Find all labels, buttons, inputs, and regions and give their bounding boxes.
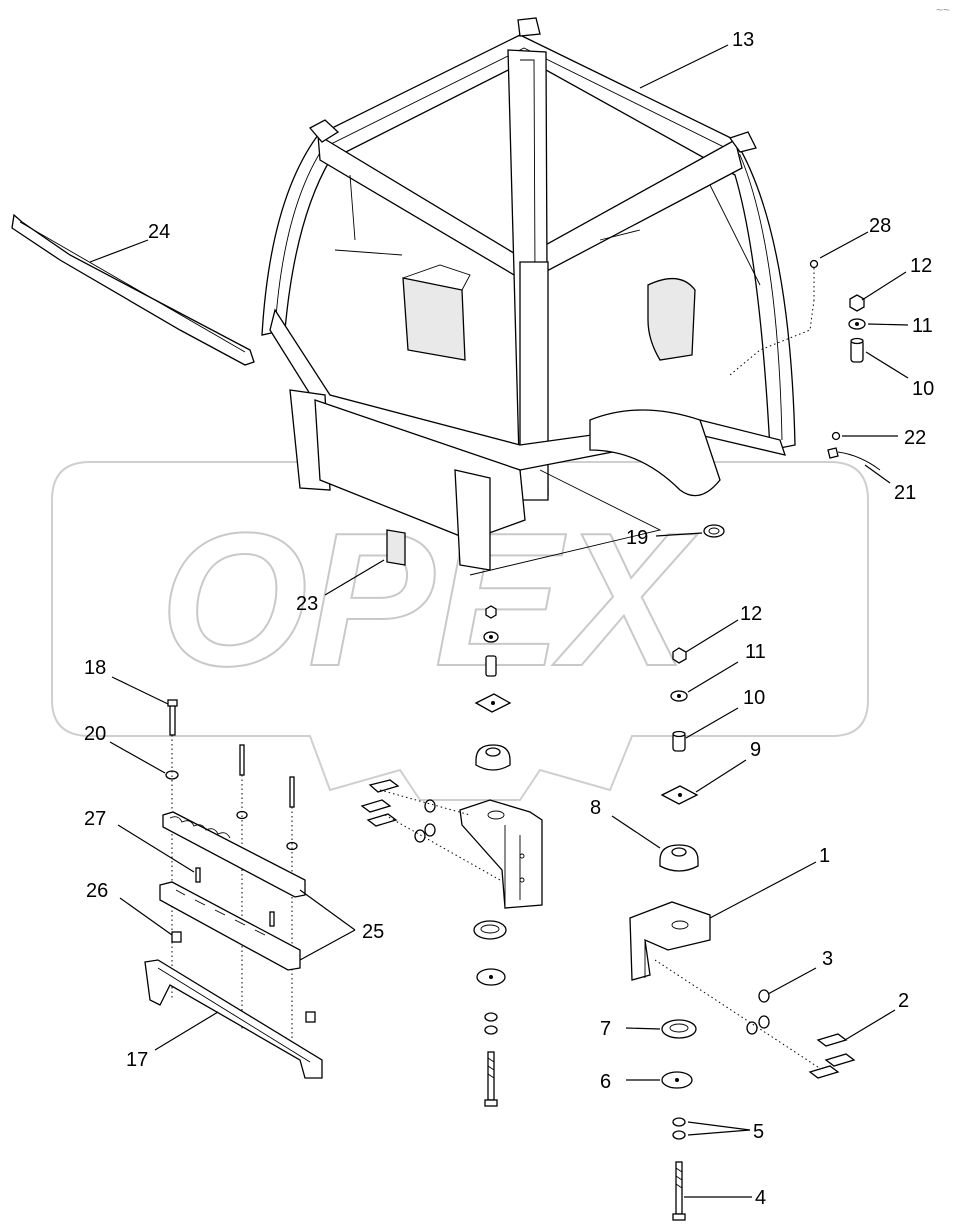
left-bracket-assembly: [144, 699, 323, 1079]
callout-22: 22: [904, 427, 926, 449]
grommet-21: [827, 447, 839, 459]
callout-25: 25: [362, 921, 384, 943]
right-upper-fasteners: [729, 259, 881, 471]
callout-20: 20: [84, 723, 106, 745]
callout-5: 5: [753, 1121, 764, 1143]
callout-11-lower: 11: [745, 641, 766, 663]
corner-mark: ~~: [936, 3, 950, 17]
callout-6: 6: [600, 1071, 611, 1093]
callout-19: 19: [626, 527, 648, 549]
cab-frame: [261, 17, 796, 576]
watermark-logo: OPEX: [51, 461, 869, 801]
callout-2: 2: [898, 990, 909, 1012]
trim-strip: [11, 213, 255, 366]
nut-12-upper: [849, 294, 865, 312]
callout-21: 21: [894, 482, 916, 504]
callout-17: 17: [126, 1049, 148, 1071]
callout-28: 28: [869, 215, 891, 237]
plug-22: [831, 431, 841, 441]
callout-11-upper: 11: [912, 315, 933, 337]
callout-labels: 13 24 28 12 11 10 22 21 19 23 12 11 10 9…: [84, 29, 934, 1209]
grommet-19: [703, 524, 725, 538]
callout-8: 8: [590, 797, 601, 819]
decal-23: [386, 529, 406, 566]
callout-4: 4: [755, 1187, 766, 1209]
callout-10-lower: 10: [743, 687, 765, 709]
callout-23: 23: [296, 593, 318, 615]
callout-3: 3: [822, 948, 833, 970]
leader-lines: [89, 44, 909, 1198]
callout-1: 1: [819, 845, 830, 867]
bolt-28: [809, 259, 819, 269]
callout-24: 24: [148, 221, 170, 243]
watermark-gear-outline: [51, 461, 869, 801]
callout-26: 26: [86, 880, 108, 902]
callout-27: 27: [84, 808, 106, 830]
callout-12-lower: 12: [740, 603, 762, 625]
callout-7: 7: [600, 1018, 611, 1040]
right-mount-stack: [629, 647, 856, 1221]
callout-12-upper: 12: [910, 255, 932, 277]
callout-18: 18: [84, 657, 106, 679]
watermark-text: OPEX: [160, 494, 698, 706]
callout-13: 13: [732, 29, 754, 51]
callout-9: 9: [750, 739, 761, 761]
callout-10-upper: 10: [912, 378, 934, 400]
center-mount-stack: [360, 605, 543, 1107]
